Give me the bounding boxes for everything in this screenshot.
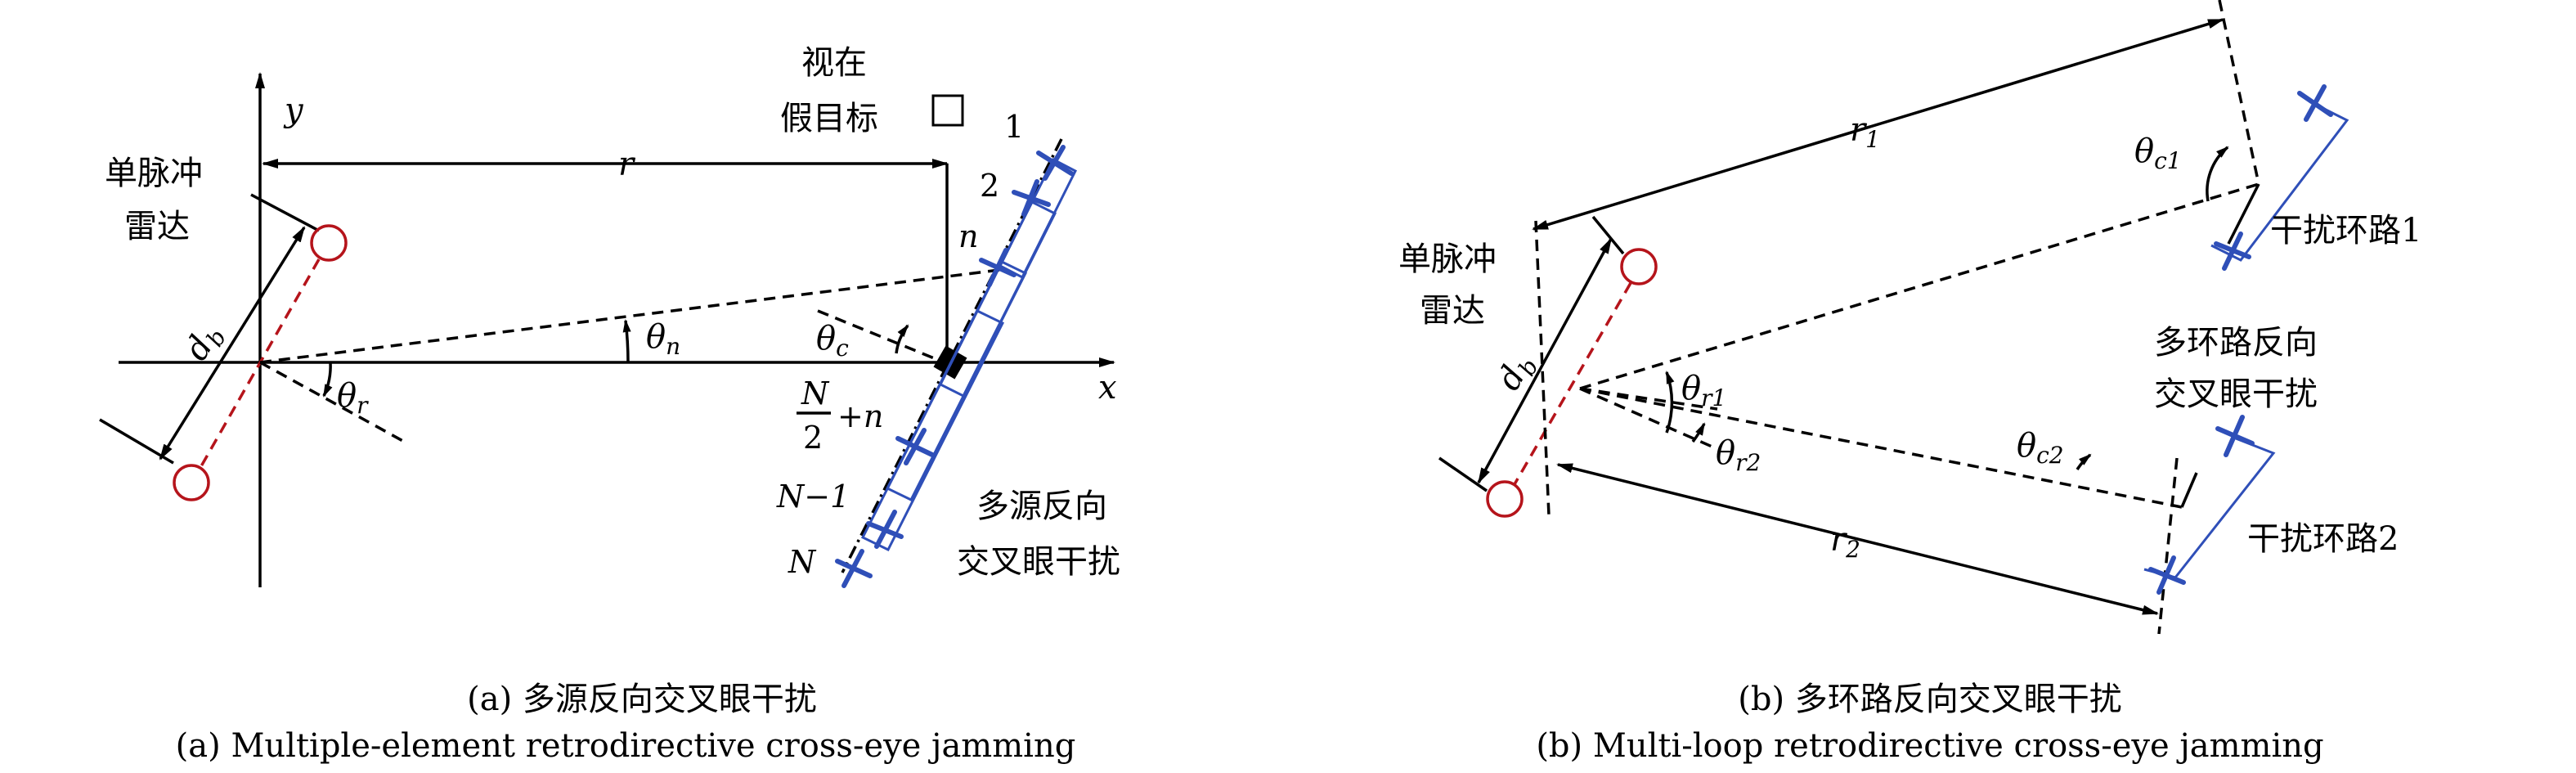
radar-label-line1: 单脉冲: [105, 155, 203, 192]
radar-b-leader-bottom: [1438, 456, 1488, 492]
caption-a-en: (a) Multiple-element retrodirective cros…: [176, 727, 1076, 765]
apparent-target-label-line2: 假目标: [780, 100, 878, 137]
apparent-target-label-line1: 视在: [801, 44, 867, 82]
panel-b: 单脉冲 雷达 db r1 r2 θr1 θr2 θc1: [1398, 0, 2421, 765]
loop2-stem: [2180, 472, 2198, 508]
jammer-element-N-minus-1: [866, 510, 904, 549]
radar-label-line2: 雷达: [124, 208, 190, 245]
los-b-1: [1579, 182, 2260, 390]
los-b-2: [1579, 387, 2183, 509]
radar-b-label-line2: 雷达: [1420, 292, 1485, 330]
radar-normal-line: [259, 361, 408, 445]
theta-c2-label: θc2: [2017, 427, 2064, 469]
theta-c2-arc: [2076, 453, 2092, 470]
theta-r1-label: θr1: [1681, 370, 1726, 411]
jamming-b-label-line2: 交叉眼干扰: [2154, 375, 2318, 413]
los-b-r1: [1579, 387, 1718, 411]
theta-r2-label: θr2: [1716, 434, 1761, 476]
radar-antenna-top: [310, 224, 348, 262]
jammer-normal-line: [817, 309, 951, 366]
range-label: r: [618, 146, 636, 183]
loop1-stem: [2227, 183, 2260, 245]
jammer-element-1: [1036, 145, 1074, 181]
jamming-loop-4: [860, 309, 1005, 551]
element-label-n: n: [958, 218, 978, 254]
baseline-arrow: [159, 226, 306, 461]
theta-r-arc: [322, 362, 333, 398]
theta-r2-arc: [1691, 422, 1706, 443]
loop2-label: 干扰环路2: [2247, 520, 2399, 558]
jammer-element-n: [979, 248, 1016, 287]
loop2-element-bottom: [2148, 555, 2186, 595]
element-label-N: N: [788, 544, 817, 580]
los-b-r2: [1579, 387, 1717, 450]
theta-c1-label: θc1: [2134, 133, 2182, 174]
jammer-element-half-N-plus-n: [895, 428, 935, 465]
r1-label: r1: [1850, 111, 1880, 153]
theta-r-label: θr: [337, 377, 369, 419]
y-axis-label: y: [283, 92, 304, 129]
theta-c-label: θc: [816, 320, 849, 362]
baseline-b-label: db: [1490, 347, 1544, 398]
theta-c-arc: [895, 324, 909, 354]
jamming-loop-1: [998, 157, 1078, 280]
baseline-b-arrow: [1477, 237, 1613, 484]
r2-arrow: [1556, 463, 2159, 615]
jammer-element-2: [1012, 179, 1051, 217]
panel-a: x y r 单脉冲 雷达 db θn θc θr 视在 假目标: [99, 44, 1120, 765]
jamming-label-line2: 交叉眼干扰: [957, 543, 1120, 581]
x-axis-label: x: [1098, 369, 1117, 407]
loop2-normal: [2157, 457, 2179, 635]
svg-text:2: 2: [803, 420, 823, 456]
radar-leader-top: [250, 193, 320, 232]
jamming-label-line1: 多源反向: [976, 488, 1107, 525]
element-label-1: 1: [1004, 109, 1024, 145]
loop1-label: 干扰环路1: [2270, 212, 2421, 249]
radar-b-antenna-bottom: [1486, 480, 1524, 518]
theta-r1-arc: [1665, 371, 1675, 434]
loop2-element-top: [2215, 415, 2255, 457]
radar-b-antenna-top: [1620, 248, 1658, 285]
caption-b-cn: (b) 多环路反向交叉眼干扰: [1738, 681, 2122, 718]
theta-n-arc: [622, 319, 631, 363]
los-line: [259, 268, 1000, 364]
jamming-b-label-line1: 多环路反向: [2154, 324, 2318, 362]
jammer-element-N: [835, 549, 873, 588]
apparent-target-marker: [931, 94, 964, 127]
loop1-element-top: [2297, 84, 2333, 122]
caption-b-en: (b) Multi-loop retrodirective cross-eye …: [1536, 727, 2323, 765]
theta-c1-arc: [2206, 146, 2229, 202]
radar-antenna-bottom: [173, 464, 210, 501]
svg-text:+n: +n: [837, 398, 883, 434]
loop1-element-bottom: [2214, 231, 2251, 271]
loop1-normal: [2218, 0, 2260, 185]
r2-label: r2: [1830, 521, 1860, 563]
radar-b-leader-top: [1591, 215, 1625, 255]
radar-b-label-line1: 单脉冲: [1398, 240, 1497, 278]
svg-text:N: N: [801, 375, 830, 411]
element-label-N-minus-1: N−1: [776, 479, 850, 515]
element-label-half-N-plus-n: N 2 +n: [797, 375, 883, 456]
theta-n-label: θn: [646, 318, 680, 360]
element-label-2: 2: [980, 168, 999, 204]
r1-arrow: [1532, 18, 2224, 231]
caption-a-cn: (a) 多源反向交叉眼干扰: [467, 681, 817, 718]
